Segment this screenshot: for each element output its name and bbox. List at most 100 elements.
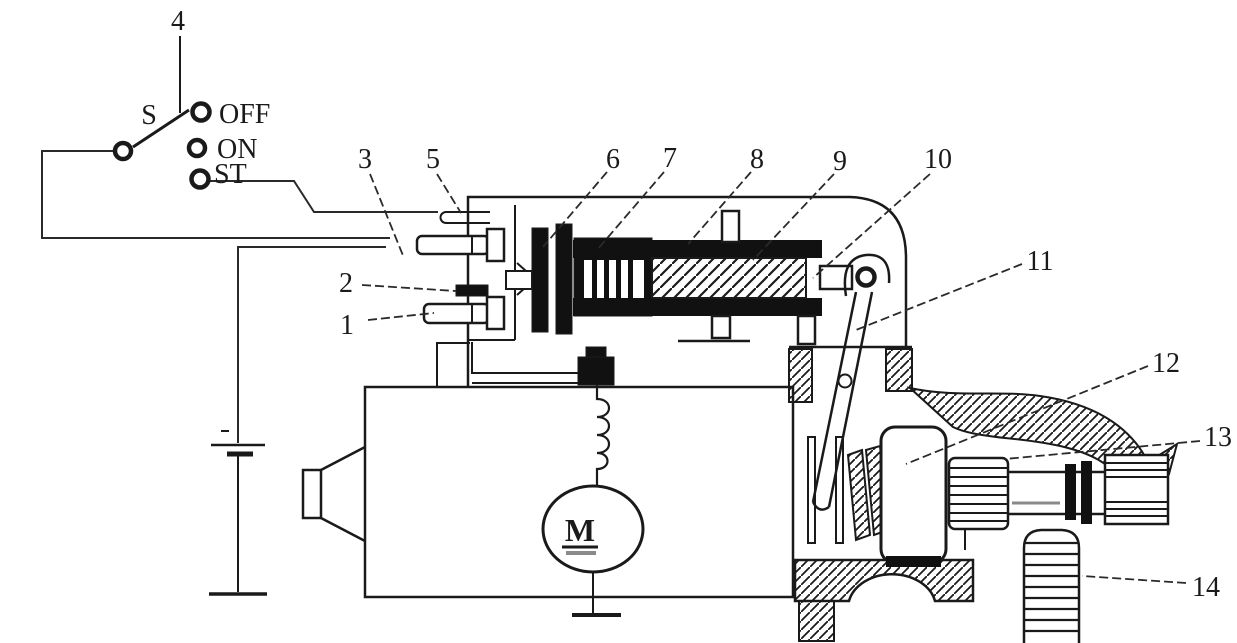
brush-bar-left <box>807 436 816 544</box>
brush-bar-right <box>835 436 844 544</box>
motor-assembly <box>301 385 844 599</box>
leader-1 <box>367 312 435 321</box>
clutch-bottom-band <box>886 556 941 567</box>
switch-position-off: OFF <box>219 99 270 130</box>
wire-battery-to-solenoid <box>237 246 386 443</box>
lever-hole <box>837 373 853 389</box>
callout-3: 3 <box>358 144 372 175</box>
field-coil-symbol <box>595 385 611 486</box>
mount-flange-bottom <box>793 558 975 603</box>
switch-contact-st <box>189 168 211 190</box>
motor-terminal-head-lower <box>485 295 506 331</box>
switch-contact-off <box>190 101 212 123</box>
leader-10 <box>812 173 931 279</box>
motor-housing <box>363 385 795 599</box>
mount-foot <box>798 600 835 642</box>
connector-stud <box>455 284 489 297</box>
shaft-cone-bottom <box>320 516 366 543</box>
pinion-teeth <box>949 467 1008 522</box>
switch-terminal-tab <box>439 211 490 224</box>
text-labels: 4 S OFF ON ST 3 5 6 7 8 9 10 2 1 11 12 1… <box>141 6 1232 603</box>
leader-11 <box>855 263 1023 331</box>
motor-terminal-block <box>577 356 615 386</box>
drive-train <box>846 425 1170 643</box>
coil-core-hatched <box>651 257 807 299</box>
spline-bar-1 <box>846 448 872 542</box>
drive-end-housing <box>788 345 1179 642</box>
lever-edge-right <box>827 291 874 508</box>
spring-coil-stripe <box>592 260 597 300</box>
pole-tab-top <box>720 209 741 244</box>
callout-10: 10 <box>924 144 952 175</box>
shift-lever <box>811 291 874 511</box>
overrunning-clutch <box>879 425 948 565</box>
solenoid-bracket <box>436 342 470 387</box>
lever-edge-left <box>811 291 858 503</box>
shaft-collar-2 <box>1081 461 1092 524</box>
leader-9 <box>752 173 835 261</box>
leader-2 <box>361 284 457 292</box>
contact-shaft-nub <box>505 270 533 290</box>
solenoid <box>415 195 908 387</box>
leader-5 <box>436 173 462 214</box>
flange-block-left <box>788 348 813 403</box>
leader-3 <box>369 173 405 259</box>
wiring <box>41 150 438 443</box>
flange-block-right <box>885 348 913 392</box>
switch-pivot-contact <box>112 140 134 162</box>
shaft-end-cap <box>301 468 323 520</box>
callout-14: 14 <box>1192 572 1220 603</box>
leader-7 <box>596 171 665 251</box>
callout-2: 2 <box>339 268 353 299</box>
lever-pivot-pin <box>855 266 877 288</box>
switch-label: S <box>141 100 157 131</box>
pole-tab-bottom-right <box>796 314 817 346</box>
callout-leaders <box>361 171 1201 584</box>
nose-bushing-block <box>1103 453 1170 526</box>
leader-13 <box>1004 440 1201 460</box>
ignition-switch <box>112 36 212 190</box>
switch-position-st: ST <box>214 159 247 190</box>
callout-11: 11 <box>1027 246 1054 277</box>
lever-tip <box>811 501 830 511</box>
callout-12: 12 <box>1152 348 1180 379</box>
wire-st-contact <box>209 180 438 213</box>
callout-8: 8 <box>750 144 764 175</box>
winding-band-top <box>573 240 822 258</box>
winding-band-bottom <box>573 298 822 316</box>
moving-contact-disc <box>555 223 573 335</box>
callout-13: 13 <box>1204 422 1232 453</box>
lever-pivot-hook <box>843 253 891 297</box>
spring-coil-stripe <box>616 260 621 300</box>
switch-arm <box>132 108 190 149</box>
spring-coil-stripe <box>628 260 633 300</box>
pinion-gear <box>947 456 1010 531</box>
shaft-cone-top <box>320 445 366 472</box>
pole-tab-bottom <box>710 314 732 340</box>
switch-position-on: ON <box>217 134 257 165</box>
motor-terminal-bolt <box>585 346 607 358</box>
leader-8 <box>687 171 752 245</box>
battery-terminal-bolt <box>415 234 491 256</box>
nose-bushing-stripes <box>1105 462 1168 517</box>
callout-7: 7 <box>663 143 677 174</box>
switch-contact-on <box>186 137 208 159</box>
solenoid-to-motor-strap-top <box>471 342 578 374</box>
motor-label: M <box>565 512 595 548</box>
fixed-contact-bar <box>531 227 549 333</box>
spring-coil-stripe <box>604 260 609 300</box>
battery-symbol <box>209 430 267 596</box>
battery-terminal-head <box>485 227 506 263</box>
leader-6 <box>542 171 608 248</box>
callout-9: 9 <box>833 146 847 177</box>
shaft-collar-1 <box>1065 464 1076 520</box>
leader-12 <box>905 365 1149 465</box>
callout-6: 6 <box>606 144 620 175</box>
wire-switch-to-solenoid <box>41 150 390 239</box>
callout-1: 1 <box>340 310 354 341</box>
ring-gear-teeth <box>1024 541 1079 633</box>
callout-5: 5 <box>426 144 440 175</box>
motor-electrical <box>436 342 645 617</box>
